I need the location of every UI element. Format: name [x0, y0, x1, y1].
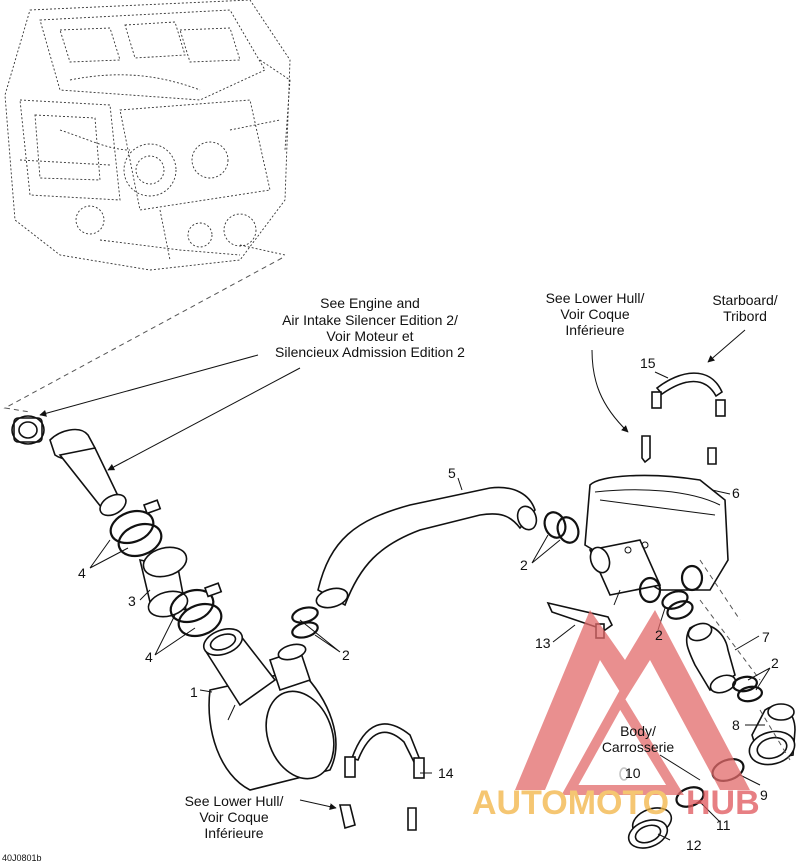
callout-engine-line-4: Silencieux Admission Edition 2	[275, 344, 465, 360]
part-number-4-upper: 4	[78, 565, 86, 581]
part-number-7: 7	[762, 629, 770, 645]
callout-body: Body/ Carrosserie	[602, 723, 675, 755]
part-number-2-silencer: 2	[342, 647, 350, 663]
callout-engine-reference: See Engine and Air Intake Silencer Editi…	[275, 295, 465, 360]
callout-engine-line-2: Air Intake Silencer Edition 2/	[282, 312, 458, 328]
callout-lower-hull-bottom: See Lower Hull/ Voir Coque Inférieure	[185, 793, 284, 841]
part-number-14: 14	[438, 765, 454, 781]
clamp-pair-right	[732, 675, 763, 703]
assembly-line-engine	[3, 257, 283, 413]
outlet-part-8	[748, 703, 796, 766]
clamp-pair-center	[661, 590, 694, 620]
strap-part-14	[344, 723, 425, 779]
part-number-11: 11	[716, 817, 731, 833]
part-number-1: 1	[190, 684, 198, 700]
part-number-5: 5	[448, 465, 456, 481]
hull-brackets-top	[641, 435, 717, 465]
part-number-2-airbox: 2	[520, 557, 528, 573]
watermark-triangle	[515, 610, 750, 790]
callout-starboard: Starboard/ Tribord	[712, 292, 777, 324]
part-number-12: 12	[686, 837, 702, 853]
elbow-part-7	[685, 622, 737, 694]
watermark-inner-triangle	[561, 690, 684, 795]
callout-lower-hull-top: See Lower Hull/ Voir Coque Inférieure	[546, 290, 645, 338]
leader-lines	[39, 329, 771, 841]
part-number-2-center: 2	[655, 627, 663, 643]
clamp-pair-lower	[169, 582, 223, 638]
part-number-2-right: 2	[771, 655, 779, 671]
callout-starboard-line-1: Starboard/	[712, 292, 777, 308]
callout-hull-top-line-3: Inférieure	[565, 322, 624, 338]
part-number-10: 10	[625, 765, 641, 781]
o-ring-part-11	[675, 786, 705, 808]
clamp-pair-airbox	[543, 511, 580, 544]
callout-hull-bottom-line-3: Inférieure	[204, 825, 263, 841]
part-number-15: 15	[640, 355, 656, 371]
callout-hull-top-line-2: Voir Coque	[560, 306, 629, 322]
strap-part-15	[651, 372, 726, 417]
watermark-logo: AUTOMOTO HUB	[472, 610, 760, 822]
part-number-13: 13	[535, 635, 551, 651]
assembly-line-right	[699, 559, 791, 761]
silencer-part-1	[202, 628, 337, 791]
part-number-6: 6	[732, 485, 740, 501]
part-number-9: 9	[760, 787, 768, 803]
callout-body-line-1: Body/	[620, 723, 656, 739]
callout-engine-line-3: Voir Moteur et	[326, 328, 413, 344]
callout-hull-bottom-line-1: See Lower Hull/	[185, 793, 284, 809]
part-number-labels: 1 2 2 2 2 3 4 4 5 6 7 8 9 10 11 12 13 14…	[78, 355, 779, 853]
part-number-4-lower: 4	[145, 649, 153, 665]
engine-illustration	[4, 0, 291, 271]
callout-hull-top-line-1: See Lower Hull/	[546, 290, 645, 306]
callout-body-line-2: Carrosserie	[602, 739, 675, 755]
part-number-3: 3	[128, 593, 136, 609]
sleeve-part-3	[138, 546, 189, 618]
callout-starboard-line-2: Tribord	[723, 308, 767, 324]
engine-intake-hose	[11, 415, 127, 517]
callout-engine-line-1: See Engine and	[320, 295, 420, 311]
part-number-8: 8	[732, 717, 740, 733]
hull-brackets-bottom	[339, 804, 417, 831]
callout-hull-bottom-line-2: Voir Coque	[199, 809, 268, 825]
clamp-pair-silencer	[291, 606, 319, 639]
airbox-part-6	[584, 474, 729, 604]
figure-reference: 40J0801b	[2, 853, 42, 863]
watermark-text-a: AUTOMOTO	[472, 784, 669, 822]
watermark-text-b: HUB	[686, 784, 760, 822]
hose-part-5	[315, 486, 538, 609]
clamp-pair-upper	[109, 499, 163, 558]
cap-part-12	[627, 807, 673, 849]
